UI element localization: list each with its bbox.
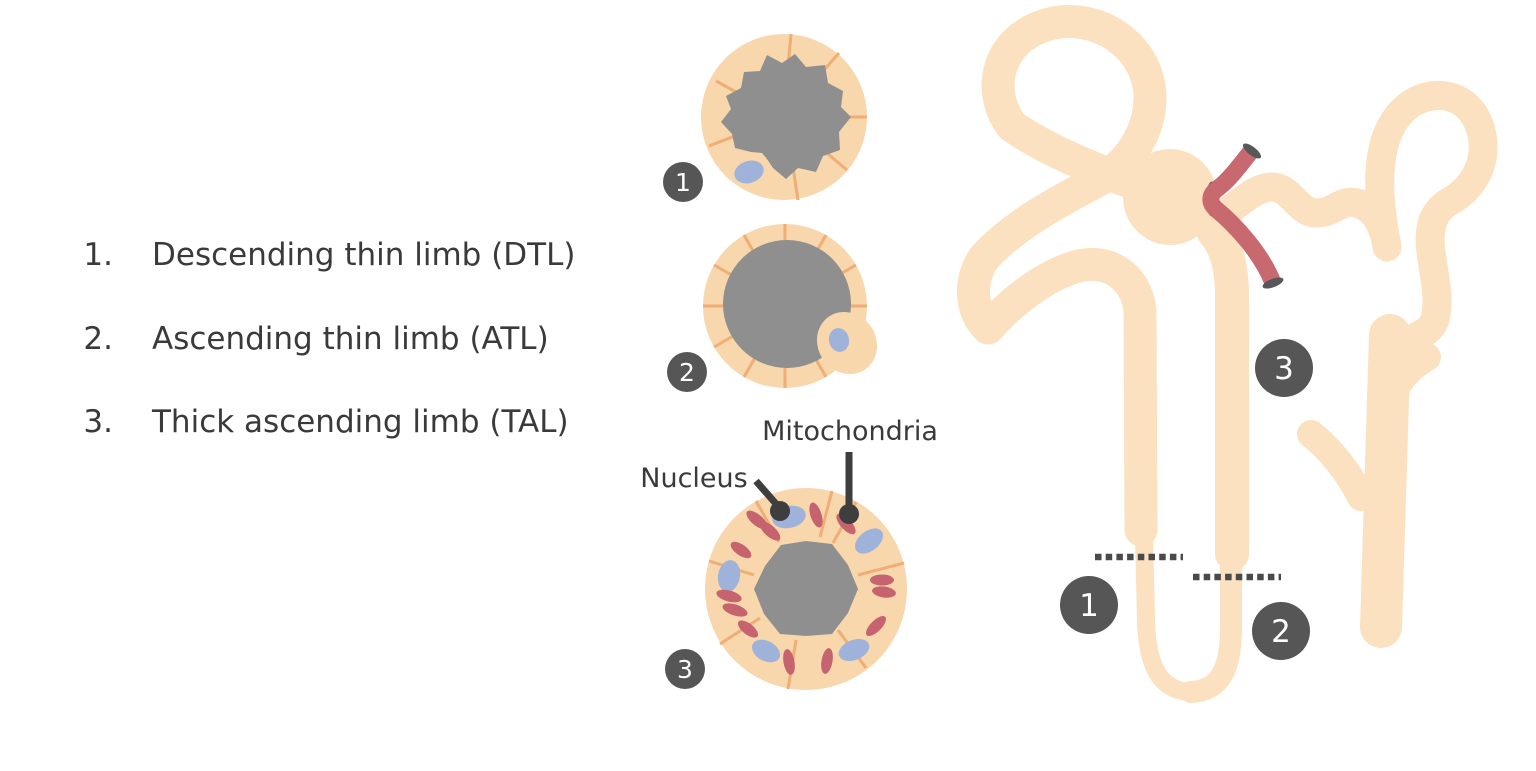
collecting-duct-upper-branch xyxy=(1380,343,1441,406)
nucleus xyxy=(717,560,741,592)
dtl-lumen xyxy=(721,54,851,179)
mitochondria-pointer-dot xyxy=(839,504,859,524)
collecting-duct-left-branch xyxy=(1297,420,1375,511)
mitochondrion xyxy=(821,648,833,674)
mitochondria-label: Mitochondria xyxy=(762,416,938,447)
nephron-badge-1: 1 xyxy=(1060,576,1118,634)
mitochondrion xyxy=(759,521,781,541)
legend-item-1-label: Descending thin limb (DTL) xyxy=(152,237,575,273)
nucleus-pointer-dot xyxy=(770,501,790,521)
nucleus xyxy=(854,528,884,554)
mitochondrion xyxy=(737,620,759,638)
cross-section-dtl: 1 xyxy=(663,33,867,202)
legend-item-2-number: 2. xyxy=(83,321,113,357)
mitochondrion xyxy=(872,586,896,598)
mitochondrion xyxy=(730,541,752,559)
nephron-badge-2-number: 2 xyxy=(1271,614,1291,650)
nephron-badge-1-number: 1 xyxy=(1079,588,1099,624)
proximal-tubule-and-thick-descending-limb xyxy=(957,5,1184,547)
mitochondrion xyxy=(870,574,894,586)
cross-section-tal: 3 Mitochondria Nucleus xyxy=(640,416,938,690)
section-badge-3-circle xyxy=(665,649,705,689)
glomerulus-bulge xyxy=(1123,149,1217,245)
nucleus-label: Nucleus xyxy=(640,463,747,494)
mitochondria-annotation: Mitochondria xyxy=(762,416,938,524)
mitochondrion xyxy=(809,502,823,528)
dtl-nucleus xyxy=(734,160,764,184)
cross-section-atl: 2 xyxy=(667,224,878,392)
section-badge-2-circle xyxy=(667,352,707,392)
section-badge-3-number: 3 xyxy=(677,655,693,684)
nucleus xyxy=(838,638,870,662)
mitochondrion xyxy=(722,603,748,617)
section-badge-2: 2 xyxy=(667,352,707,392)
nephron-badge-2-circle xyxy=(1252,602,1310,660)
legend-list: 1. Descending thin limb (DTL) 2. Ascendi… xyxy=(83,237,575,440)
nephron-schematic: 1 2 3 xyxy=(957,5,1498,703)
section-badge-1: 1 xyxy=(663,162,703,202)
nephron-badge-3-circle xyxy=(1255,339,1313,397)
mitochondrion xyxy=(866,616,886,636)
section-badge-3: 3 xyxy=(665,649,705,689)
nucleus xyxy=(751,639,781,663)
atl-nucleus xyxy=(828,328,850,352)
nephron-badge-2: 2 xyxy=(1252,602,1310,660)
thick-ascending-limb-tube xyxy=(1196,214,1249,571)
section-badge-1-number: 1 xyxy=(675,168,691,197)
legend-item-1-number: 1. xyxy=(83,237,113,273)
nucleus-pointer-line xyxy=(753,478,780,508)
ascending-thin-limb-tube xyxy=(1180,547,1242,703)
nucleus-annotation: Nucleus xyxy=(640,463,790,521)
mitochondrion xyxy=(716,589,742,603)
section-badge-1-circle xyxy=(663,162,703,202)
vessel-top-end-cap xyxy=(1242,143,1262,159)
nephron-badge-3-number: 3 xyxy=(1274,351,1294,387)
arteriole-vessel xyxy=(1202,144,1281,287)
legend-item-2-label: Ascending thin limb (ATL) xyxy=(152,321,549,357)
mitochondrion xyxy=(783,649,795,675)
tal-lumen xyxy=(754,541,858,636)
vessel-bottom-end-cap xyxy=(1262,277,1284,289)
section-badge-2-number: 2 xyxy=(679,358,695,387)
nephron-badge-1-circle xyxy=(1060,576,1118,634)
distal-convoluted-tubule xyxy=(1205,81,1498,365)
nephron-badge-3: 3 xyxy=(1255,339,1313,397)
legend-item-3-label: Thick ascending limb (TAL) xyxy=(151,404,569,440)
legend-item-3-number: 3. xyxy=(83,404,113,440)
